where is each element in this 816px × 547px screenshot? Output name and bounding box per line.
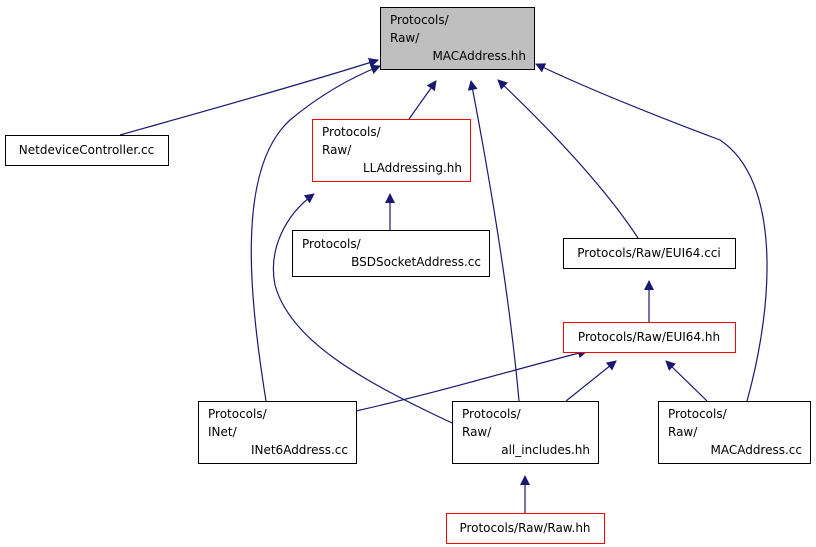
node-mac-hh[interactable]: Protocols/Raw/MACAddress.hh (380, 7, 535, 70)
node-label-line: Raw/ (668, 425, 698, 439)
edge-mac_cc-to-mac_hh (535, 63, 768, 402)
node-box (658, 401, 811, 464)
node-box (446, 513, 605, 544)
node-label-line: Protocols/ (462, 407, 522, 421)
node-box (292, 230, 490, 277)
node-label-line: BSDSocketAddress.cc (351, 255, 481, 269)
nodes-layer: Protocols/Raw/MACAddress.hhNetdeviceCont… (5, 7, 811, 544)
node-label-line: INet/ (208, 425, 238, 439)
edge-all_inc-to-eui64_hh (565, 360, 617, 402)
edge-mac_cc-to-eui64_hh (665, 360, 708, 402)
node-label-line: Protocols/ (668, 407, 728, 421)
node-label-line: all_includes.hh (501, 443, 590, 457)
node-box (312, 119, 471, 182)
edge-inet6_cc-to-mac_hh (250, 64, 381, 402)
node-netdevice[interactable]: NetdeviceController.cc (5, 135, 169, 166)
node-label-line: Raw/ (322, 143, 352, 157)
node-label-line: Protocols/ (302, 237, 362, 251)
node-label-line: LLAddressing.hh (363, 161, 462, 175)
node-box (563, 322, 736, 353)
node-inet6-cc[interactable]: Protocols/INet/INet6Address.cc (198, 401, 357, 464)
node-label-line: INet6Address.cc (251, 443, 348, 457)
node-bsd-cc[interactable]: Protocols/BSDSocketAddress.cc (292, 230, 490, 277)
edges-layer (119, 57, 768, 513)
edge-inet6_cc-to-eui64_hh (355, 348, 588, 412)
node-label-line: Protocols/ (390, 13, 450, 27)
node-box (563, 238, 736, 269)
node-label-line: Raw/ (390, 31, 420, 45)
node-box (452, 401, 599, 464)
node-label-line: MACAddress.hh (432, 49, 526, 63)
node-eui64-hh[interactable]: Protocols/Raw/EUI64.hh (563, 322, 736, 353)
node-raw-hh[interactable]: Protocols/Raw/Raw.hh (446, 513, 605, 544)
node-box (380, 7, 535, 70)
node-label-line: Protocols/ (322, 125, 382, 139)
node-label-line: Protocols/Raw/EUI64.cci (577, 246, 720, 260)
node-ll-hh[interactable]: Protocols/Raw/LLAddressing.hh (312, 119, 471, 182)
node-label-line: Protocols/ (208, 407, 268, 421)
edge-all_inc-to-mac_hh (467, 80, 520, 402)
node-box (5, 135, 169, 166)
node-label-line: MACAddress.cc (710, 443, 802, 457)
edge-ll_hh-to-mac_hh (408, 80, 437, 120)
edge-all_inc-to-ll_hh (272, 193, 453, 424)
node-eui64-cci[interactable]: Protocols/Raw/EUI64.cci (563, 238, 736, 269)
node-all-inc[interactable]: Protocols/Raw/all_includes.hh (452, 401, 599, 464)
node-label-line: Protocols/Raw/EUI64.hh (578, 330, 720, 344)
node-box (198, 401, 357, 464)
node-label-line: Raw/ (462, 425, 492, 439)
node-label-line: Protocols/Raw/Raw.hh (459, 521, 590, 535)
node-mac-cc[interactable]: Protocols/Raw/MACAddress.cc (658, 401, 811, 464)
edge-netdevice-to-mac_hh (119, 57, 379, 136)
node-label-line: NetdeviceController.cc (19, 143, 154, 157)
edge-eui64_cci-to-mac_hh (497, 79, 639, 239)
